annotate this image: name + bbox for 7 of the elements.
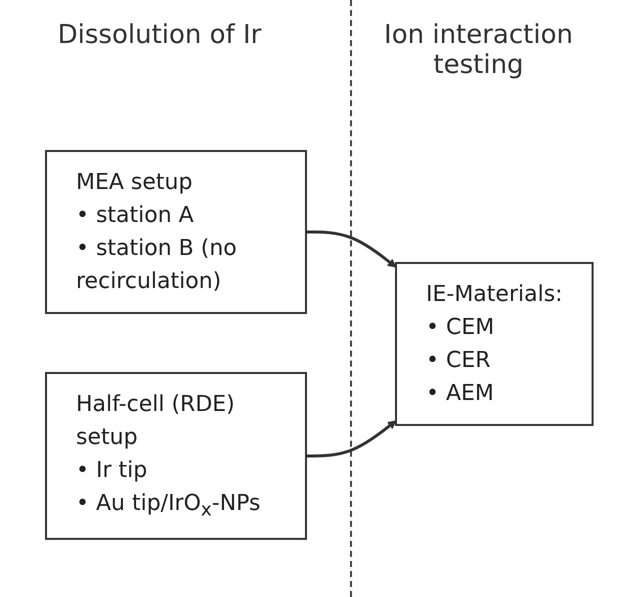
column-heading: Ion interaction testing — [383, 20, 574, 80]
arrow — [306, 230, 396, 268]
arrow — [306, 420, 396, 458]
node-box: Half-cell (RDE) setup • Ir tip • Au tip/IrO$_{x}$-NPs — [44, 372, 307, 540]
node-box: MEA setup • station A • station B (no recirculation) — [44, 150, 307, 314]
column-heading: Dissolution of Ir — [58, 20, 262, 50]
node-box: IE-Materials: • CEM • CER • AEM — [394, 262, 594, 426]
